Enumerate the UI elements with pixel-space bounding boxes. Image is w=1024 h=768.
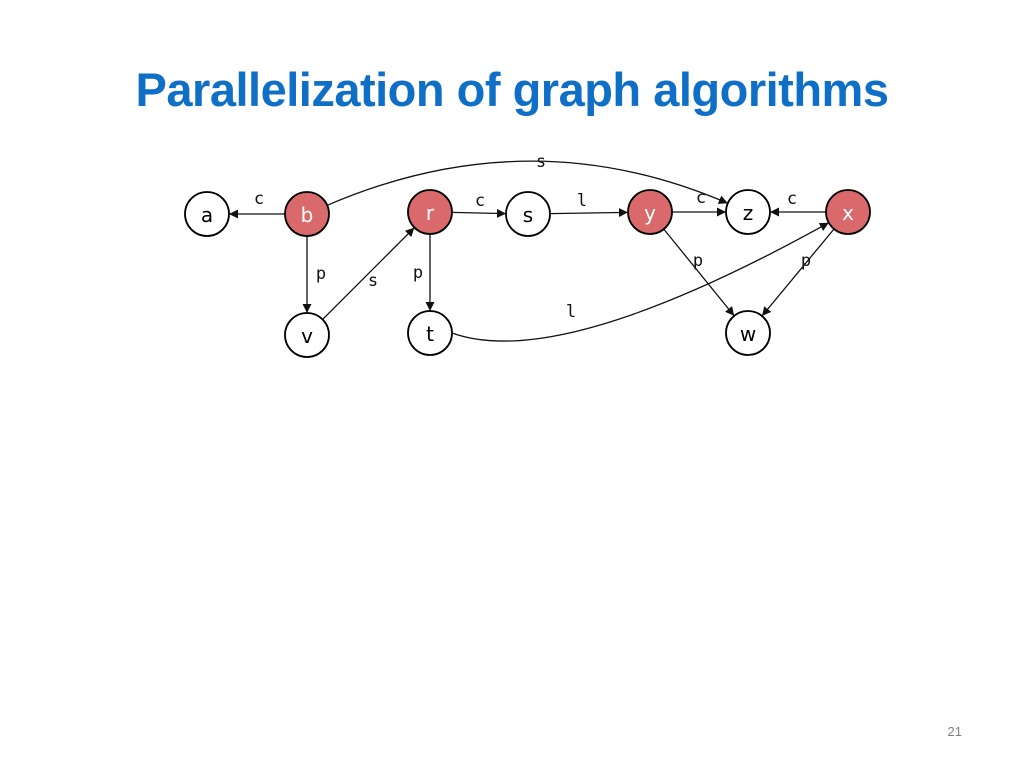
- edge-label-x-w: p: [801, 251, 811, 271]
- edge-label-b-a: c: [254, 189, 264, 209]
- node-circle-s: [505, 191, 551, 237]
- edge-label-t-x: l: [566, 302, 576, 322]
- node-y: y: [627, 189, 673, 235]
- node-label-v: v: [301, 324, 313, 348]
- node-label-r: r: [426, 201, 435, 225]
- node-v: v: [284, 312, 330, 358]
- node-label-w: w: [740, 322, 756, 346]
- edge-y-w: [663, 228, 735, 317]
- edge-x-w: [761, 228, 835, 317]
- slide-title: Parallelization of graph algorithms: [135, 63, 889, 116]
- edge-label-layer: c p s c p l c c p p s l: [254, 152, 811, 322]
- node-t: t: [407, 310, 453, 356]
- node-circle-t: [407, 310, 453, 356]
- page-number: 21: [947, 724, 962, 739]
- edge-label-b-z: s: [536, 152, 546, 172]
- edge-label-x-z: c: [787, 189, 797, 209]
- edge-v-r: [322, 227, 415, 320]
- edge-t-x: [451, 222, 830, 342]
- node-circle-z: [725, 189, 771, 235]
- edge-label-y-z: c: [696, 188, 706, 208]
- edge-label-r-s: c: [475, 191, 485, 211]
- node-circle-y: [627, 189, 673, 235]
- node-label-z: z: [743, 201, 754, 225]
- edge-label-s-y: l: [577, 191, 587, 211]
- node-x: x: [825, 189, 871, 235]
- node-label-a: a: [201, 203, 213, 227]
- node-s: s: [505, 191, 551, 237]
- edge-s-y: [549, 208, 629, 218]
- node-b: b: [284, 191, 330, 237]
- edge-label-b-v: p: [316, 264, 326, 284]
- node-label-s: s: [523, 203, 533, 227]
- edge-label-y-w: p: [693, 251, 703, 271]
- node-w: w: [725, 310, 771, 356]
- node-label-x: x: [842, 201, 854, 225]
- edge-b-z: [326, 160, 729, 206]
- node-layer: a b r s y z x v t w: [184, 189, 871, 358]
- node-circle-v: [284, 312, 330, 358]
- node-z: z: [725, 189, 771, 235]
- node-circle-x: [825, 189, 871, 235]
- edge-label-v-r: s: [368, 271, 378, 291]
- node-label-b: b: [301, 203, 314, 227]
- edge-label-r-t: p: [413, 263, 423, 283]
- node-label-t: t: [426, 322, 434, 346]
- node-circle-a: [184, 191, 230, 237]
- node-circle-r: [407, 189, 453, 235]
- node-a: a: [184, 191, 230, 237]
- edge-r-s: [451, 208, 507, 218]
- node-circle-b: [284, 191, 330, 237]
- node-label-y: y: [644, 201, 656, 225]
- node-circle-w: [725, 310, 771, 356]
- node-r: r: [407, 189, 453, 235]
- edge-layer: [229, 160, 835, 342]
